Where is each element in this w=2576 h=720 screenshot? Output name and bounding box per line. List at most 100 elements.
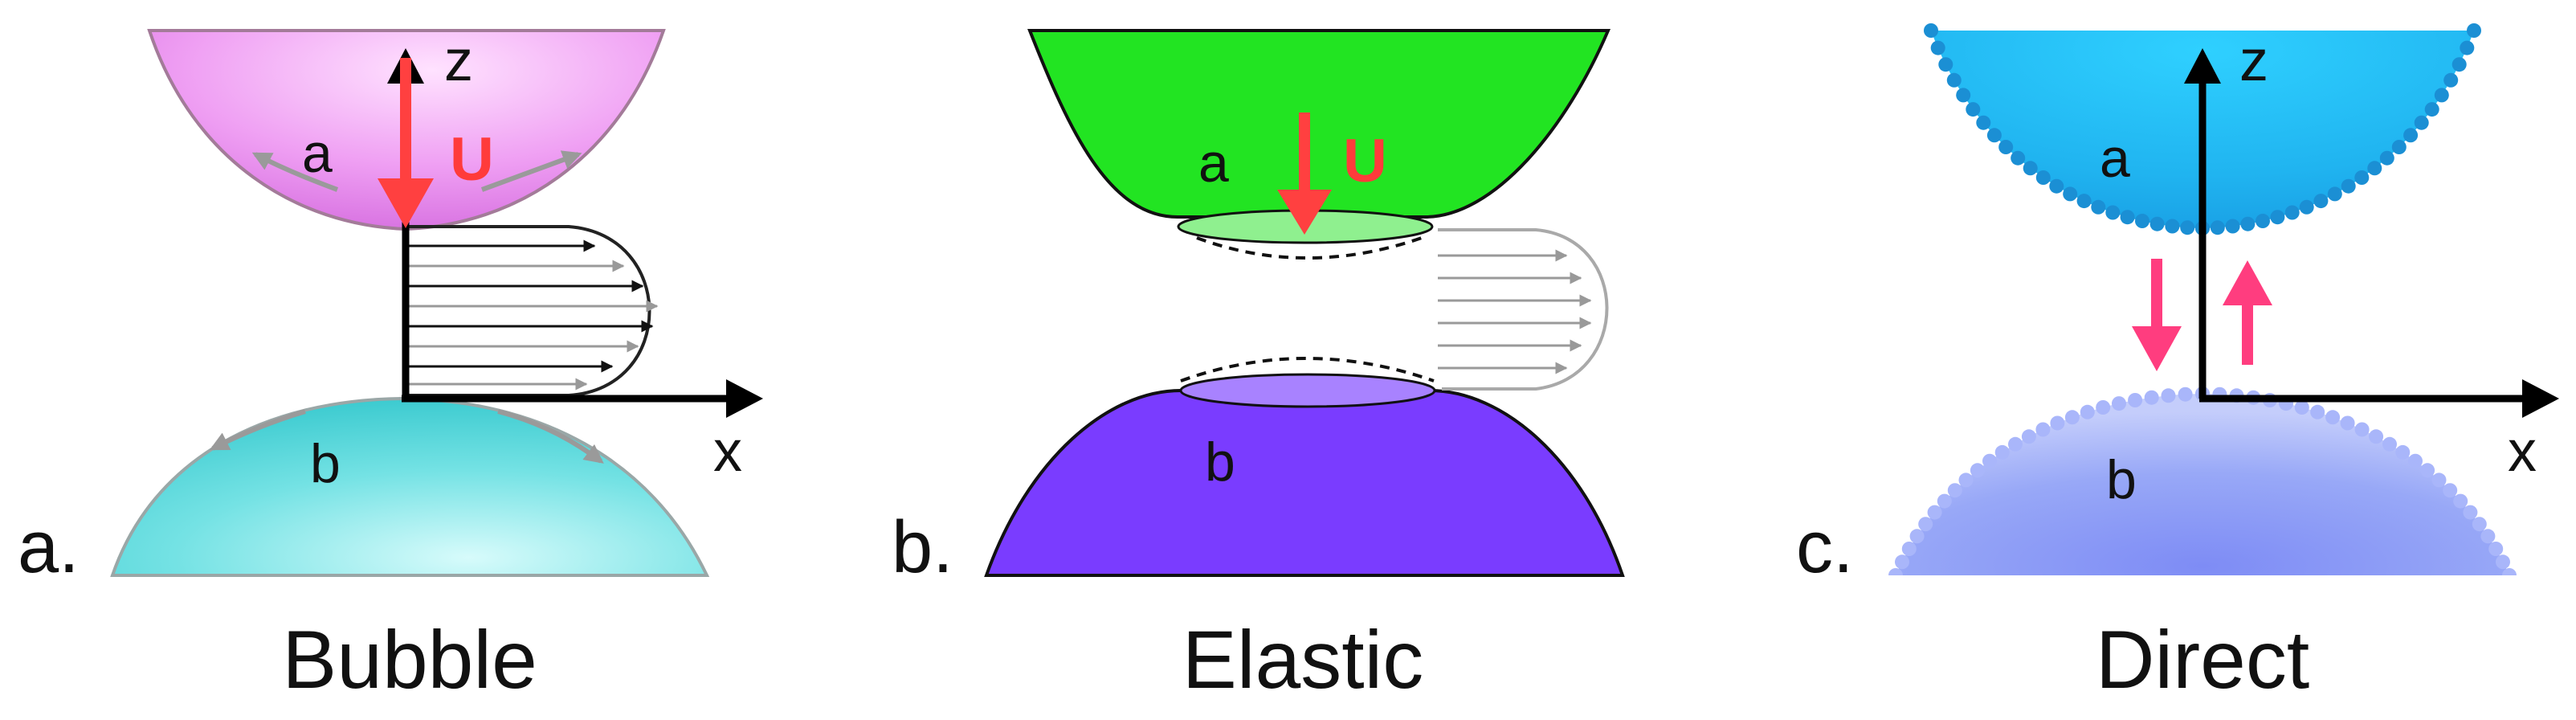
surface-bead <box>2178 387 2193 402</box>
approach-arrowhead <box>2132 326 2182 371</box>
surface-bead <box>1970 463 1985 478</box>
surface-bead <box>1947 483 1962 498</box>
z-axis-arrowhead <box>2184 48 2221 84</box>
bubble-a-label: a <box>302 123 333 184</box>
panel-letter: a. <box>18 506 80 588</box>
bottom-contact-patch <box>1179 373 1436 408</box>
surface-bead <box>2112 396 2126 411</box>
surface-bead <box>1998 140 2014 154</box>
x-axis-arrowhead <box>2522 379 2559 418</box>
top-surface-beads <box>1924 23 2481 235</box>
surface-bead <box>1937 493 1952 509</box>
particle-a-label: a <box>2100 128 2130 189</box>
surface-bead <box>2408 453 2423 468</box>
approach-arrowhead <box>1277 190 1332 235</box>
approach-arrowhead <box>378 178 434 228</box>
surface-bead <box>2256 214 2270 228</box>
velocity-label: U <box>450 125 494 194</box>
surface-bead <box>2008 436 2023 452</box>
velocity-label: U <box>1343 127 1387 195</box>
surface-bead <box>2340 415 2355 431</box>
surface-bead <box>2480 529 2496 544</box>
panel-letter: b. <box>892 506 953 588</box>
surface-bead <box>2294 400 2309 415</box>
surface-bead <box>2050 415 2065 431</box>
surface-bead <box>1982 453 1997 468</box>
surface-bead <box>1895 554 1909 570</box>
bottom-particle <box>1896 394 2509 575</box>
bottom-undeformed-outline <box>1180 357 1435 382</box>
surface-flow-arrow <box>251 152 339 192</box>
surface-bead <box>1909 529 1925 544</box>
surface-bead <box>2463 505 2478 520</box>
surface-bead <box>1946 72 1962 88</box>
bottom-bubble <box>110 396 710 577</box>
surface-bead <box>2395 444 2411 460</box>
surface-bead <box>2325 410 2341 425</box>
surface-bead <box>1888 568 1903 575</box>
surface-bead <box>2270 210 2285 225</box>
surface-bead <box>2327 186 2342 202</box>
surface-bead <box>2299 199 2314 215</box>
surface-bead <box>2369 429 2384 444</box>
flow-profile <box>406 225 651 397</box>
surface-bead <box>2128 393 2143 407</box>
body-a-label: a <box>1198 133 1229 194</box>
panel-caption: Bubble <box>282 614 537 706</box>
surface-bead <box>2451 57 2467 72</box>
surface-bead <box>2080 404 2095 419</box>
axis-z-label: z <box>444 29 473 93</box>
axis-z-label: z <box>2239 29 2268 93</box>
surface-bead <box>2063 186 2078 202</box>
surface-bead <box>2035 170 2051 185</box>
flow-profile-arrows <box>1438 249 1592 374</box>
surface-flow-arrow <box>209 409 306 451</box>
surface-bead <box>2460 40 2475 55</box>
surface-bead <box>2431 472 2447 488</box>
axis-x-label: x <box>713 419 742 484</box>
surface-bead <box>2310 404 2325 419</box>
surface-bead <box>2076 194 2092 209</box>
surface-bead <box>2453 493 2468 509</box>
surface-flow-arrow <box>480 150 582 192</box>
flow-profile <box>1438 228 1609 391</box>
surface-bead <box>1927 505 1942 520</box>
panel-elastic: U a b b. Elastic <box>892 29 1625 706</box>
surface-bead <box>1976 115 1991 130</box>
surface-bead <box>2023 161 2038 176</box>
axis-x-label: x <box>2508 419 2537 484</box>
surface-bead <box>2011 150 2026 166</box>
surface-bead <box>2049 178 2064 194</box>
surface-bead <box>2064 410 2080 425</box>
surface-bead <box>2165 219 2180 234</box>
surface-bead <box>1958 472 1974 488</box>
surface-bead <box>2467 23 2481 38</box>
panel-caption: Direct <box>2096 614 2309 706</box>
surface-bead <box>2443 483 2458 498</box>
surface-bead <box>2284 205 2300 220</box>
surface-bead <box>2240 216 2256 231</box>
surface-bead <box>2382 436 2397 452</box>
bottom-elastic-body <box>984 389 1625 577</box>
surface-bead <box>2021 429 2036 444</box>
surface-bead <box>2341 178 2356 194</box>
surface-bead <box>1986 128 2002 143</box>
surface-bead <box>2105 205 2121 220</box>
surface-bead <box>2161 388 2176 403</box>
surface-bead <box>2443 72 2459 88</box>
surface-bead <box>2420 463 2435 478</box>
panel-direct: z x a b c. Direct <box>1796 23 2559 706</box>
surface-bead <box>2414 115 2429 130</box>
surface-bead <box>2424 102 2439 117</box>
bottom-surface-beads <box>1888 387 2517 575</box>
surface-bead <box>2391 140 2407 154</box>
surface-bead <box>2434 88 2449 103</box>
x-axis-arrowhead <box>726 379 763 418</box>
surface-bead <box>2502 568 2517 575</box>
surface-bead <box>2354 422 2370 437</box>
surface-bead <box>2225 219 2240 234</box>
panel-bubble: z x U a b a. Bubble <box>18 29 763 706</box>
surface-bead <box>2354 170 2370 185</box>
surface-bead <box>2091 199 2106 215</box>
